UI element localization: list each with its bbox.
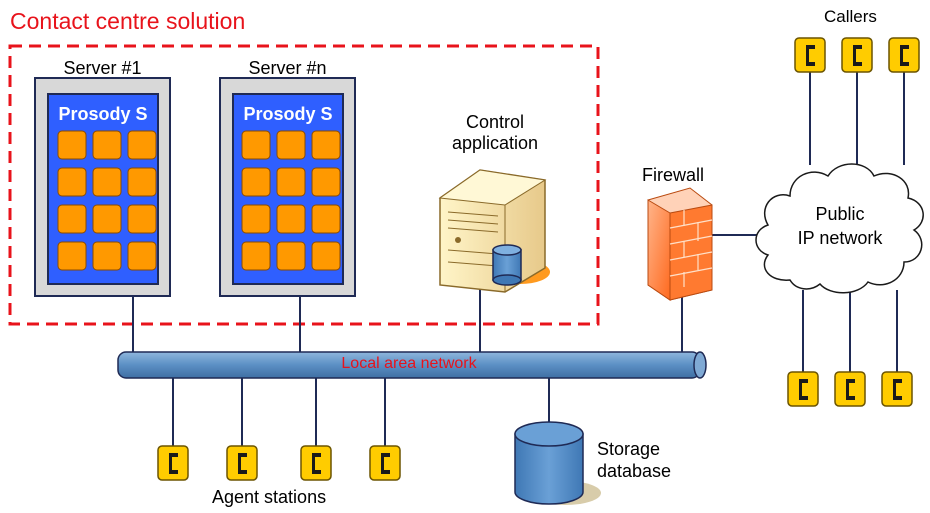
database-icon [514, 421, 601, 505]
agent-phone-icon [369, 445, 401, 481]
storage-line1: Storage [597, 439, 661, 459]
control-application-label: Control application [425, 112, 565, 154]
caller-phone-icon [834, 371, 866, 407]
caller-phone-icon [888, 37, 920, 73]
control-application-line1: Control [465, 112, 525, 132]
storage-line2: database [597, 461, 672, 481]
server-n-label: Server #n [248, 58, 327, 78]
diagram-title: Contact centre solution [10, 8, 246, 34]
agent-stations-label: Agent stations [212, 487, 327, 507]
cloud-icon [755, 163, 924, 294]
server-1-label: Server #1 [63, 58, 142, 78]
server-n [219, 77, 356, 297]
caller-phone-icon [794, 37, 826, 73]
lan-bus [117, 351, 707, 379]
connection-lines [132, 70, 905, 446]
server-1 [34, 77, 171, 297]
public-network-label: Public IP network [770, 202, 910, 250]
public-network-line2: IP network [797, 228, 883, 248]
caller-phone-icon [881, 371, 913, 407]
firewall-label: Firewall [642, 165, 705, 185]
caller-phone-icon [841, 37, 873, 73]
agent-phone-icon [226, 445, 258, 481]
public-network-line1: Public [815, 204, 865, 224]
callers-label: Callers [824, 7, 877, 26]
solution-boundary [8, 44, 600, 326]
lan-label: Local area network [341, 355, 477, 372]
agent-phone-icon [300, 445, 332, 481]
storage-database-label: Storage database [597, 438, 671, 482]
server-n-card-label: Prosody S [243, 104, 333, 124]
control-database-icon [492, 244, 522, 286]
server-1-card-label: Prosody S [58, 104, 148, 124]
control-application-line2: application [451, 133, 539, 153]
firewall-icon [647, 187, 713, 301]
agent-phone-icon [157, 445, 189, 481]
caller-phone-icon [787, 371, 819, 407]
